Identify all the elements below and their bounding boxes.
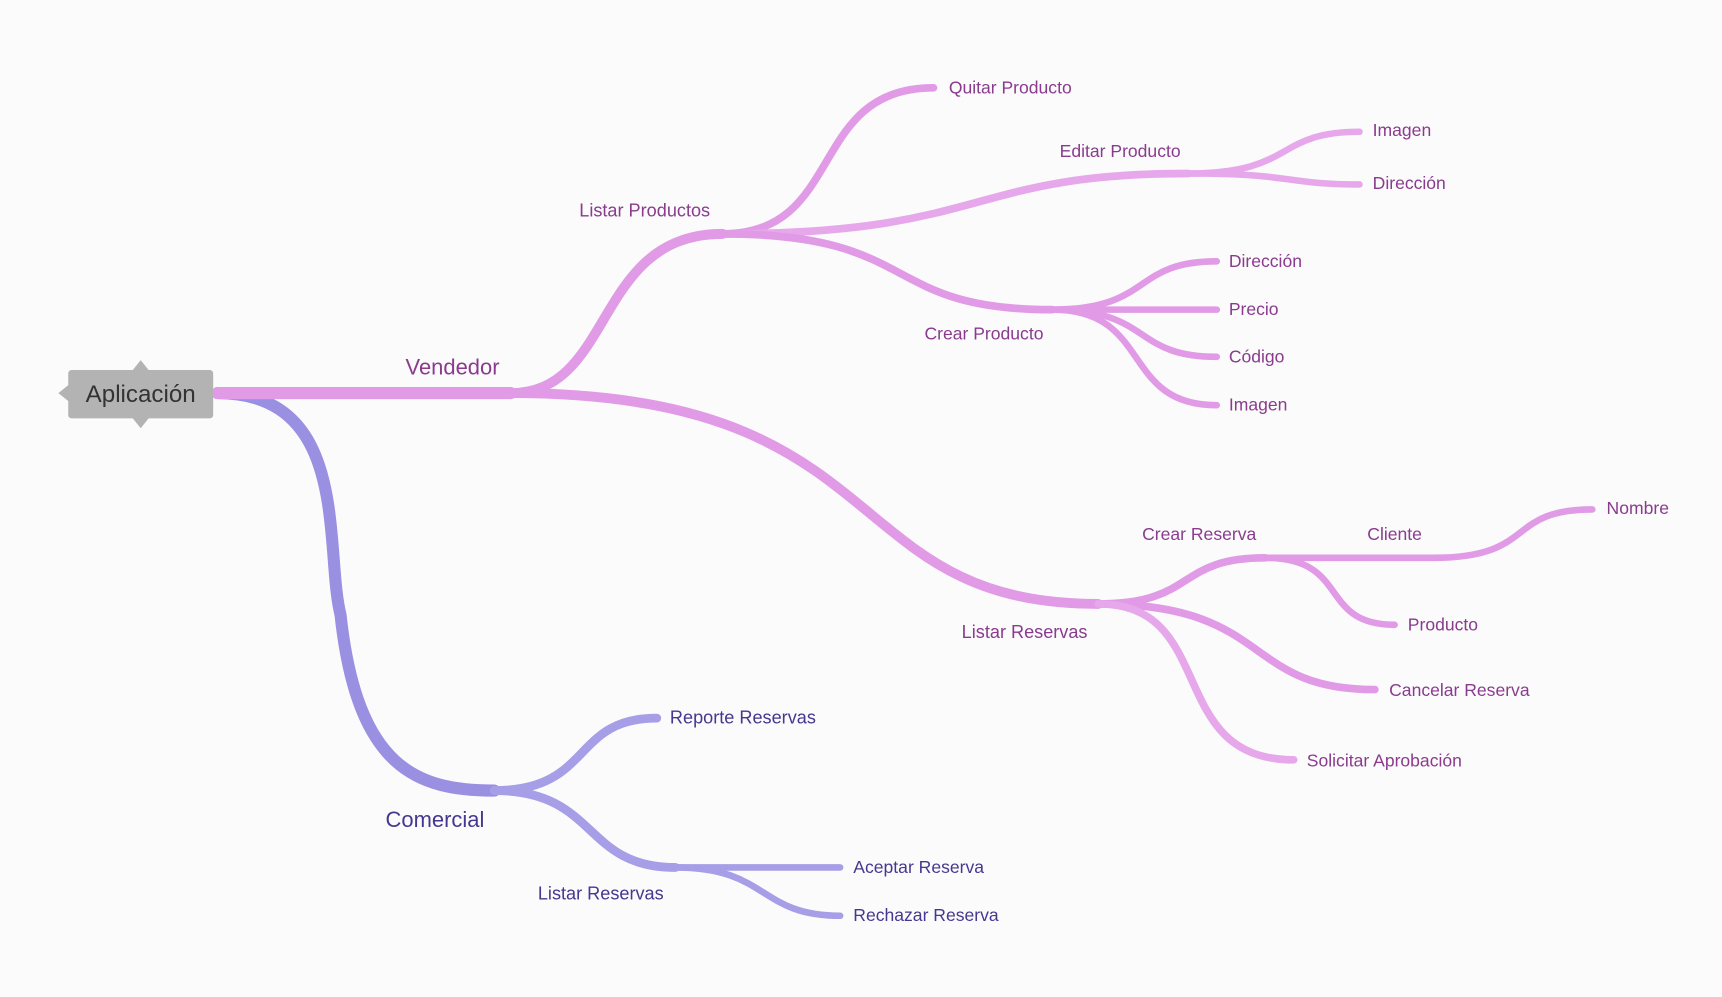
edge-comercial-listar-reservas [489,786,680,872]
node-reporte-reservas[interactable]: Reporte Reservas [670,708,816,728]
edge-editar-imagen [1184,128,1363,177]
node-quitar-producto[interactable]: Quitar Producto [949,77,1072,97]
edge-cancelar-reserva [1094,600,1379,694]
node-editar-direccion[interactable]: Dirección [1373,173,1446,193]
node-cliente[interactable]: Cliente [1367,524,1422,544]
edge-rechazar-reserva [672,864,844,920]
node-aceptar-reserva[interactable]: Aceptar Reserva [853,857,984,877]
node-comercial-listar-reservas[interactable]: Listar Reservas [538,883,664,903]
node-crear-imagen[interactable]: Imagen [1229,395,1288,415]
edge-listar-productos [505,228,728,399]
node-comercial[interactable]: Comercial [386,807,485,832]
node-crear-direccion[interactable]: Dirección [1229,251,1302,271]
node-crear-reserva[interactable]: Crear Reserva [1142,524,1256,544]
edge-producto [1261,554,1398,629]
node-listar-reservas[interactable]: Listar Reservas [962,622,1088,642]
edge-quitar-producto [718,83,938,238]
node-nombre[interactable]: Nombre [1607,498,1669,518]
node-crear-producto[interactable]: Crear Producto [924,323,1043,343]
edge-editar-producto [718,169,1193,238]
node-producto[interactable]: Producto [1408,614,1478,634]
edge-solicitar-aprobacion [1094,600,1298,764]
node-listar-productos[interactable]: Listar Productos [579,200,710,220]
root-label: Aplicación [86,381,196,408]
node-crear-precio[interactable]: Precio [1229,299,1279,319]
node-crear-codigo[interactable]: Código [1229,346,1285,366]
edge-nombre [1429,506,1596,562]
edge-crear-imagen [1048,306,1221,409]
edge-crear-direccion [1048,258,1221,313]
root-node[interactable]: Aplicación [58,360,214,429]
node-editar-producto[interactable]: Editar Producto [1060,141,1181,161]
node-rechazar-reserva[interactable]: Rechazar Reserva [853,905,999,925]
node-vendedor[interactable]: Vendedor [406,354,500,379]
edge-crear-producto [718,230,1056,314]
edge-editar-direccion [1184,170,1363,188]
node-cancelar-reserva[interactable]: Cancelar Reserva [1389,680,1530,700]
node-editar-imagen[interactable]: Imagen [1373,120,1432,140]
node-solicitar-aprobacion[interactable]: Solicitar Aprobación [1307,750,1462,770]
edge-reporte-reservas [489,713,662,795]
edge-comercial [211,387,501,797]
edge-listar-reservas [505,388,1104,609]
edge-crear-reserva [1094,553,1269,608]
